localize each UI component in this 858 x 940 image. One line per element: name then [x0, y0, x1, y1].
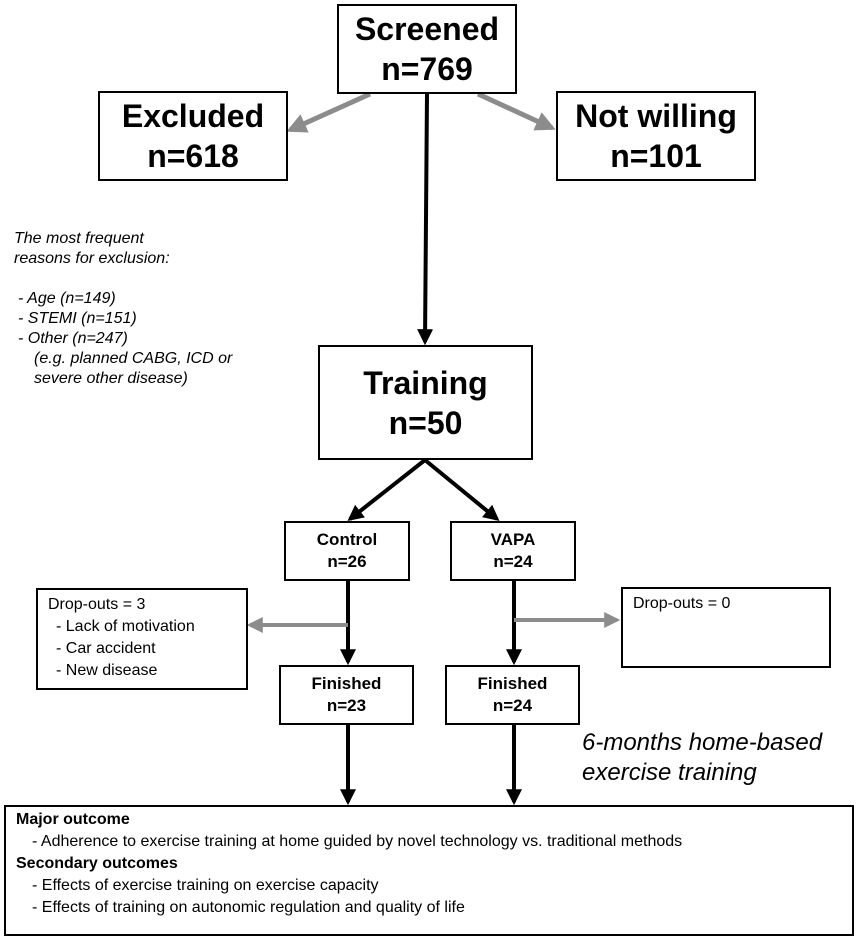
arrow-training-to-control [347, 458, 427, 521]
not-willing-count: n=101 [610, 138, 702, 174]
not-willing-box: Not willing n=101 [556, 91, 756, 181]
control-title: Control [316, 530, 378, 549]
excluded-title: Excluded [121, 98, 265, 134]
training-box: Training n=50 [318, 345, 533, 460]
dropout-reason-new-disease: - New disease [56, 662, 158, 679]
dropouts-vapa-box: Drop-outs = 0 [621, 587, 831, 668]
training-caption-line-2: exercise training [582, 759, 757, 786]
finished-vapa-box: Finished n=24 [445, 665, 580, 725]
dropouts-control-title: Drop-outs = 3 [48, 596, 146, 613]
finished-control-box: Finished n=23 [279, 665, 414, 725]
dropout-reason-motivation: - Lack of motivation [56, 618, 195, 635]
not-willing-title: Not willing [575, 98, 737, 134]
training-title: Training [363, 364, 488, 401]
training-caption-line-1: 6-months home-based [582, 729, 823, 756]
vapa-box: VAPA n=24 [450, 521, 576, 581]
secondary-outcomes-heading: Secondary outcomes [16, 855, 178, 872]
control-count: n=26 [327, 552, 367, 571]
major-outcome-heading: Major outcome [16, 811, 130, 828]
finished-vapa-count: n=24 [492, 696, 533, 715]
arrow-screened-to-excluded [286, 91, 372, 133]
arrow-screened-to-training [417, 93, 434, 346]
secondary-outcome-autonomic: - Effects of training on autonomic regul… [32, 899, 465, 916]
dropouts-vapa-title: Drop-outs = 0 [633, 595, 731, 612]
secondary-outcome-capacity: - Effects of exercise training on exerci… [32, 877, 379, 894]
major-outcome-item: - Adherence to exercise training at home… [32, 833, 683, 850]
excluded-box: Excluded n=618 [98, 91, 288, 181]
finished-vapa-title: Finished [477, 674, 548, 693]
exclusion-reason-other: - Other (n=247) [18, 330, 128, 347]
finished-control-title: Finished [311, 674, 382, 693]
training-count: n=50 [388, 404, 463, 441]
exclusion-reason-age: - Age (n=149) [18, 290, 116, 307]
finished-control-count: n=23 [326, 696, 367, 715]
exclusion-note-heading-1: The most frequent [14, 230, 144, 247]
vapa-count: n=24 [493, 552, 533, 571]
dropouts-control-box: Drop-outs = 3 - Lack of motivation - Car… [36, 588, 248, 690]
vapa-title: VAPA [490, 530, 536, 549]
arrow-screened-to-not-willing [476, 91, 556, 131]
exclusion-reasons-note: The most frequent reasons for exclusion:… [14, 229, 314, 389]
dropout-reason-car-accident: - Car accident [56, 640, 156, 657]
excluded-count: n=618 [147, 138, 239, 174]
exclusion-reason-stemi: - STEMI (n=151) [18, 310, 137, 327]
screened-title: Screened [354, 11, 500, 47]
exclusion-reason-detail-2: severe other disease) [34, 370, 188, 387]
exclusion-note-heading-2: reasons for exclusion: [14, 250, 170, 267]
control-box: Control n=26 [284, 521, 410, 581]
outcomes-box: Major outcome - Adherence to exercise tr… [4, 805, 854, 936]
arrow-training-to-vapa [423, 458, 500, 522]
training-duration-caption: 6-months home-based exercise training [582, 728, 852, 788]
screened-count: n=769 [381, 51, 473, 87]
screened-box: Screened n=769 [337, 4, 517, 94]
exclusion-reason-detail-1: (e.g. planned CABG, ICD or [34, 350, 233, 367]
